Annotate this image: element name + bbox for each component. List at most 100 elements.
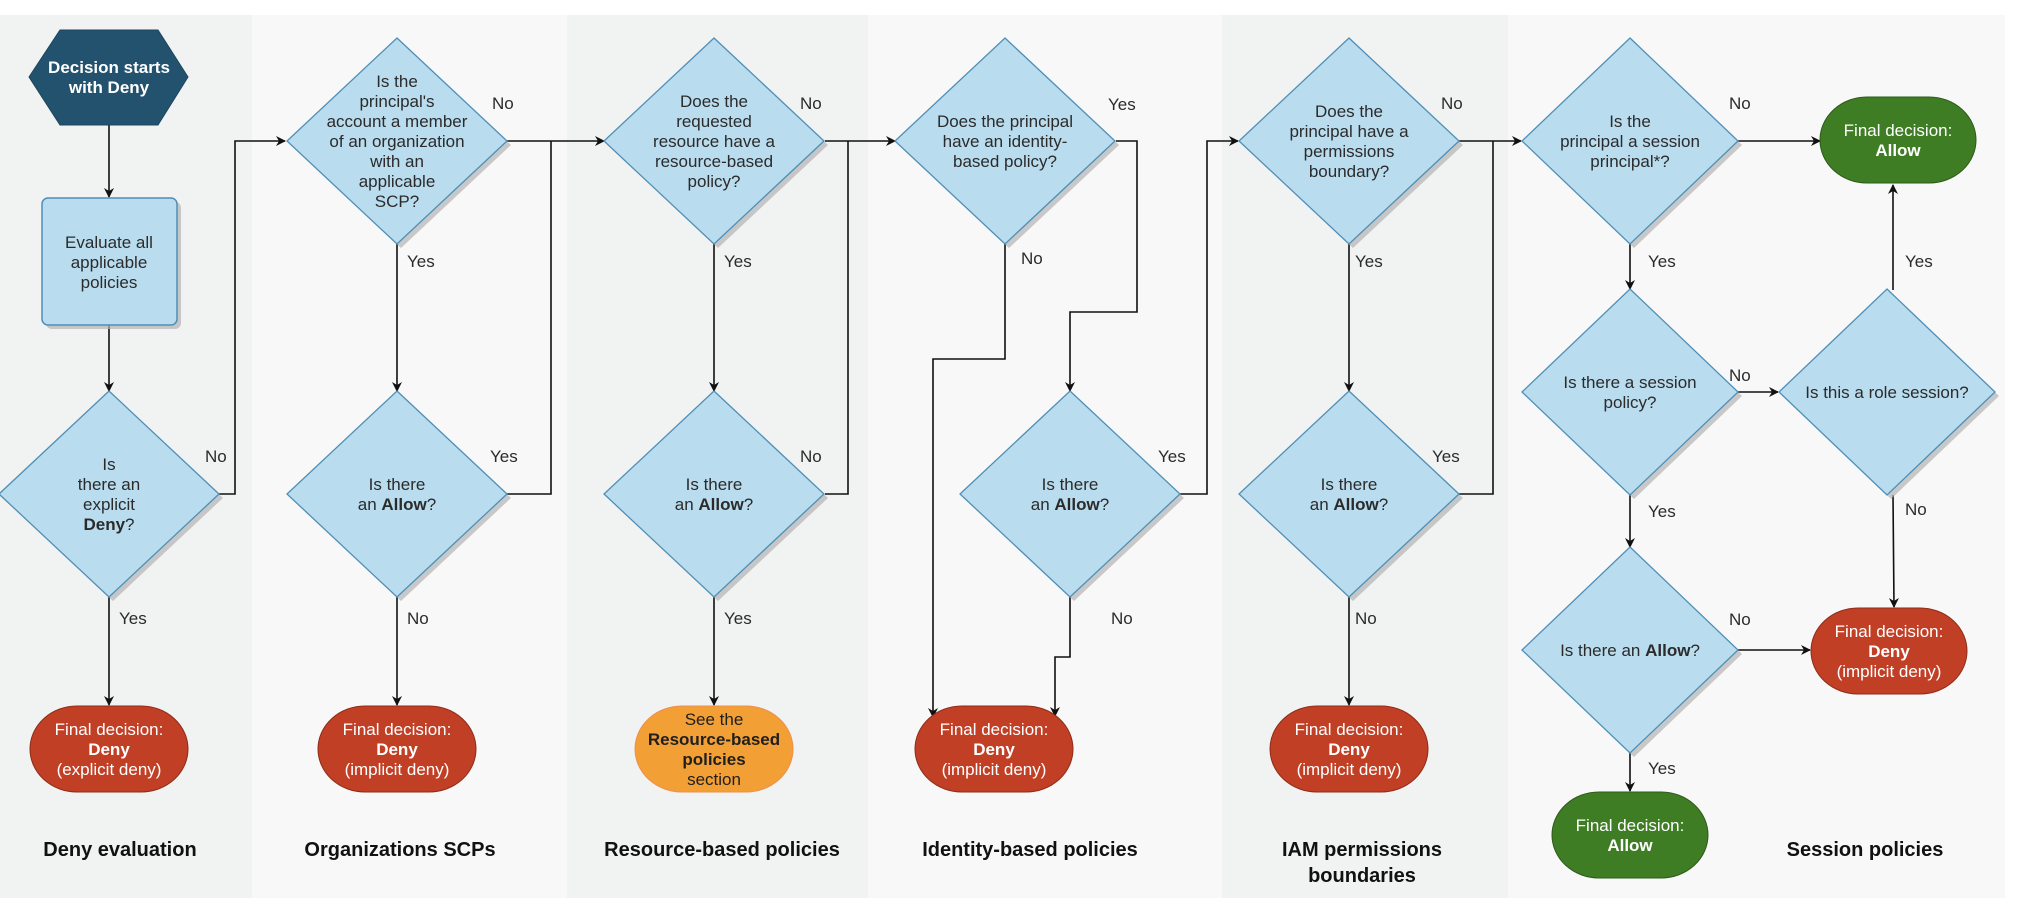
label-segment: section — [687, 770, 741, 789]
terminal-shape — [1269, 705, 1429, 793]
label-segment: principal a session — [1560, 132, 1700, 151]
sp-allow-bottom-label: Final decision:Allow — [1576, 816, 1685, 855]
lane-title-line: IAM permissions — [1282, 839, 1442, 861]
edge-label-no: No — [205, 447, 227, 466]
label-segment: (implicit deny) — [1297, 760, 1402, 779]
decision-diamond — [894, 37, 1116, 245]
decision-diamond — [1521, 546, 1739, 754]
label-segment: Allow — [1645, 641, 1691, 660]
label-segment: an — [1031, 495, 1055, 514]
terminal-shape — [634, 705, 794, 793]
label-segment: applicable — [359, 172, 436, 191]
label-segment: Final decision: — [940, 720, 1049, 739]
label-segment: Is the — [376, 72, 418, 91]
edge-label-no: No — [492, 94, 514, 113]
edge-label-yes: Yes — [1648, 502, 1676, 521]
label-segment: applicable — [71, 253, 148, 272]
edge-label-yes: Yes — [1158, 447, 1186, 466]
label-segment: policy? — [688, 172, 741, 191]
edge-label-yes: Yes — [724, 609, 752, 628]
label-segment: Is there — [686, 475, 743, 494]
lane-title: Deny evaluation — [43, 839, 196, 861]
label-segment: Is there — [369, 475, 426, 494]
lane-title-line: Resource-based policies — [604, 839, 840, 861]
label-segment: Deny — [376, 740, 418, 759]
sp-allow-q-label: Is there an Allow? — [1560, 641, 1700, 660]
edge-label-no: No — [1441, 94, 1463, 113]
decision-diamond — [286, 390, 508, 598]
final-deny-session: Final decision:Deny(implicit deny) — [1810, 607, 1968, 695]
edge-label-no: No — [800, 447, 822, 466]
label-segment: Final decision: — [1576, 816, 1685, 835]
terminal-shape — [29, 705, 189, 793]
label-segment: ? — [1379, 495, 1388, 514]
edge-label-yes: Yes — [119, 609, 147, 628]
label-segment: Resource-based — [648, 730, 780, 749]
edge-label-yes: Yes — [1108, 95, 1136, 114]
lane-title: IAM permissions boundaries — [1282, 839, 1442, 887]
decision-diamond — [286, 37, 508, 245]
label-segment: account a member — [327, 112, 468, 131]
label-segment: ? — [1100, 495, 1109, 514]
label-segment: (implicit deny) — [942, 760, 1047, 779]
label-segment: Is there an — [1560, 641, 1645, 660]
label-segment: Deny — [88, 740, 130, 759]
sp-role-q-label: Is this a role session? — [1805, 383, 1968, 402]
label-segment: Is — [102, 455, 115, 474]
lane-title-line: Organizations SCPs — [304, 839, 495, 861]
label-segment: Allow — [1333, 495, 1379, 514]
edge-rbp-allow-no — [825, 141, 849, 495]
final-deny-explicit: Final decision:Deny(explicit deny) — [29, 705, 189, 793]
label-segment: an — [675, 495, 699, 514]
label-segment: Deny — [83, 515, 125, 534]
label-segment: Decision starts — [48, 58, 170, 77]
decision-diamond — [0, 390, 220, 598]
terminal-shape — [317, 705, 477, 793]
process-box — [41, 197, 178, 326]
label-segment: resource have a — [653, 132, 775, 151]
label-segment: based policy? — [953, 152, 1057, 171]
terminal-shape — [914, 705, 1074, 793]
lane-title: Resource-based policies — [604, 839, 840, 861]
edge-label-no: No — [1111, 609, 1133, 628]
label-segment: Is there a session — [1563, 373, 1696, 392]
edge-label-yes: Yes — [490, 447, 518, 466]
edge-pb-allow-yes — [1459, 141, 1494, 495]
label-segment: policy? — [1604, 393, 1657, 412]
edge-labels: No Yes No Yes Yes No No Yes No Yes Yes N… — [119, 94, 1933, 778]
lane-title-line: Session policies — [1787, 839, 1944, 861]
label-segment: Deny — [1328, 740, 1370, 759]
edge-label-no: No — [1729, 94, 1751, 113]
label-segment: Does the — [1315, 102, 1383, 121]
edge-label-yes: Yes — [1648, 759, 1676, 778]
label-segment: principal*? — [1590, 152, 1669, 171]
label-segment: Is the — [1609, 112, 1651, 131]
label-segment: with an — [369, 152, 424, 171]
final-deny-scp: Final decision:Deny(implicit deny) — [317, 705, 477, 793]
lane-title-line: boundaries — [1308, 865, 1416, 887]
label-segment: ? — [744, 495, 753, 514]
final-deny-boundary: Final decision:Deny(implicit deny) — [1269, 705, 1429, 793]
label-segment: policies — [682, 750, 745, 769]
decision-diamond — [1238, 37, 1460, 245]
edge-ibp-no — [928, 244, 1006, 718]
sp-deny-final-label: Final decision:Deny(implicit deny) — [1835, 622, 1944, 681]
final-allow-session-bottom: Final decision:Allow — [1551, 791, 1709, 879]
label-segment: Is there — [1321, 475, 1378, 494]
decision-diamond — [603, 37, 825, 245]
decision-diamond — [1521, 37, 1739, 245]
lane-title: Session policies — [1787, 839, 1944, 861]
